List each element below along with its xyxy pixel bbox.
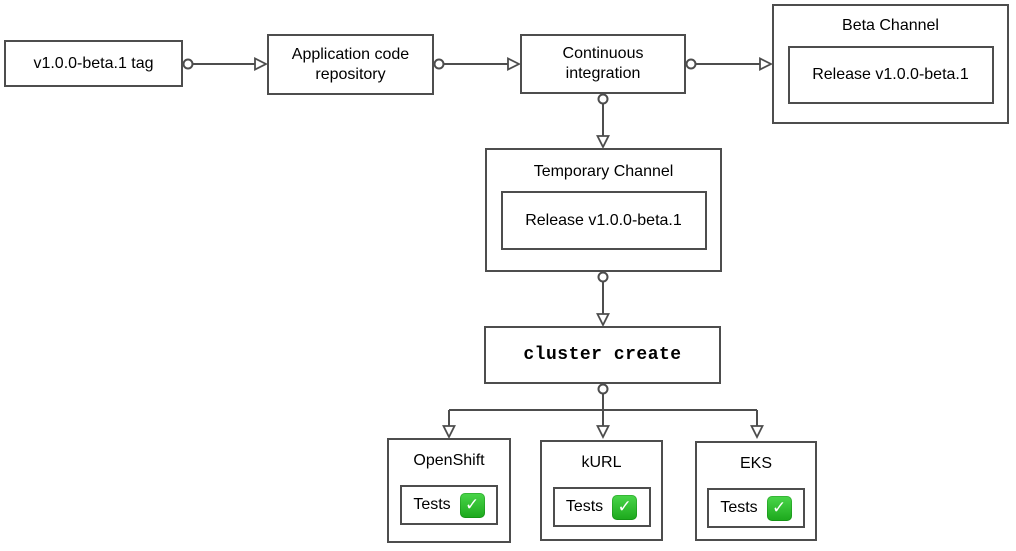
- node-beta-channel: Beta Channel Release v1.0.0-beta.1: [772, 4, 1009, 124]
- node-openshift: OpenShift Tests ✓: [387, 438, 511, 543]
- node-continuous-integration: Continuous integration: [520, 34, 686, 94]
- node-kurl: kURL Tests ✓: [540, 440, 663, 541]
- beta-channel-release-label: Release v1.0.0-beta.1: [812, 66, 969, 83]
- node-cluster-create-label: cluster create: [523, 344, 682, 365]
- edge-tag-to-repo: [182, 57, 269, 71]
- kurl-tests-box: Tests ✓: [552, 487, 651, 527]
- temporary-channel-release-label: Release v1.0.0-beta.1: [525, 211, 682, 229]
- edge-ci-to-beta-channel: [685, 57, 774, 71]
- kurl-tests-label: Tests: [565, 498, 604, 515]
- check-mark-button-icon: ✓: [459, 492, 485, 518]
- node-application-code-repository-label: Application code repository: [291, 45, 410, 83]
- check-mark-button-icon: ✓: [766, 495, 792, 521]
- openshift-title: OpenShift: [413, 452, 485, 469]
- node-cluster-create: cluster create: [484, 326, 721, 384]
- eks-tests-label: Tests: [720, 499, 758, 516]
- node-eks: EKS Tests ✓: [695, 441, 817, 541]
- edge-cluster-create-to-clusters: [442, 383, 764, 440]
- temporary-channel-title: Temporary Channel: [533, 163, 674, 180]
- eks-title: EKS: [739, 455, 772, 472]
- openshift-tests-box: Tests ✓: [400, 485, 498, 525]
- eks-tests-box: Tests ✓: [707, 488, 805, 528]
- openshift-tests-label: Tests: [413, 496, 451, 513]
- node-application-code-repository: Application code repository: [267, 34, 434, 95]
- edge-repo-to-ci: [433, 57, 522, 71]
- edge-temporary-channel-to-cluster-create: [596, 271, 610, 328]
- node-temporary-channel: Temporary Channel Release v1.0.0-beta.1: [485, 148, 722, 272]
- temporary-channel-release-box: Release v1.0.0-beta.1: [500, 191, 707, 250]
- kurl-title: kURL: [581, 454, 622, 471]
- beta-channel-title: Beta Channel: [842, 17, 939, 34]
- check-mark-button-icon: ✓: [612, 494, 638, 520]
- node-version-tag: v1.0.0-beta.1 tag: [4, 40, 183, 87]
- node-continuous-integration-label: Continuous integration: [562, 45, 644, 82]
- node-version-tag-label: v1.0.0-beta.1 tag: [33, 54, 154, 72]
- beta-channel-release-box: Release v1.0.0-beta.1: [787, 46, 994, 104]
- edge-ci-to-temporary-channel: [596, 93, 610, 150]
